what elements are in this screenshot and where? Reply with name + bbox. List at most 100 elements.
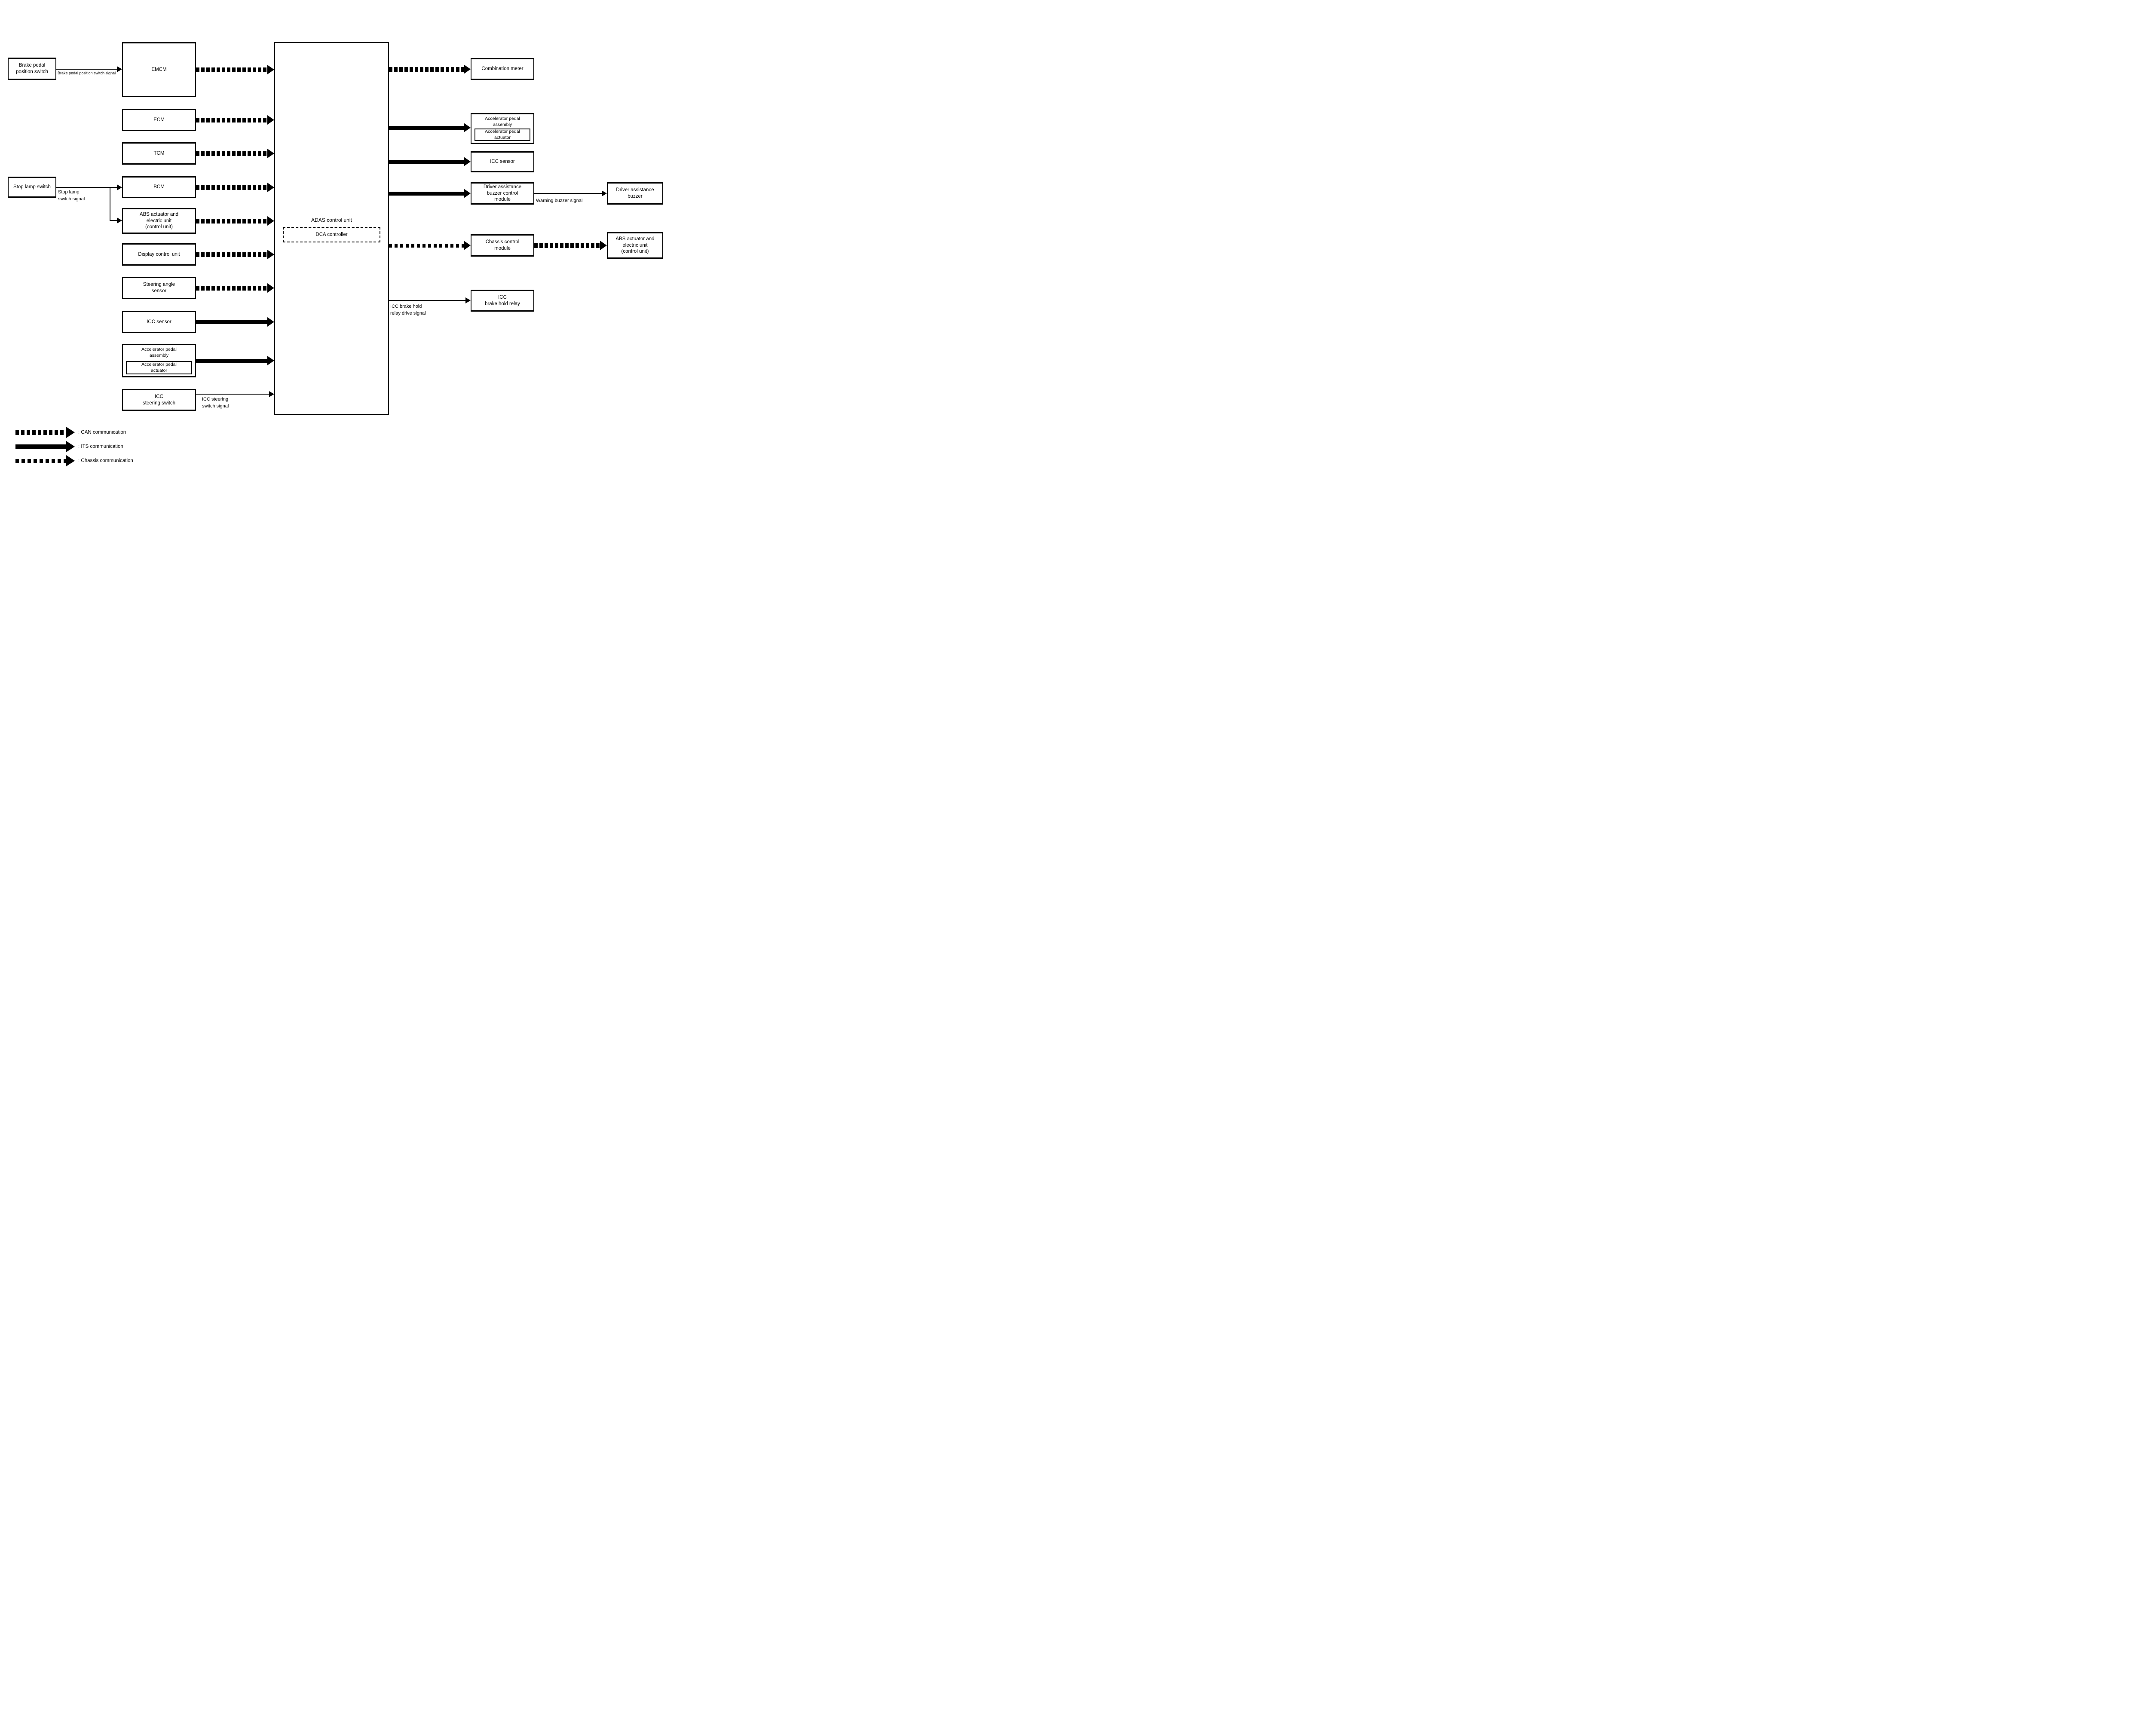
signal-line	[534, 193, 602, 194]
node-chassis-control-module: Chassis control module	[471, 234, 534, 257]
signal-line	[56, 69, 117, 70]
its-band	[389, 191, 464, 196]
node-label: ICC steering switch	[142, 394, 176, 406]
arrowhead-icon	[464, 157, 471, 166]
arrowhead-icon	[117, 184, 122, 190]
node-label: BCM	[153, 184, 165, 190]
can-band	[15, 430, 66, 435]
arrowhead-icon	[267, 356, 274, 365]
legend-row-chassis: : Chassis communication	[15, 455, 133, 466]
can-band	[196, 151, 267, 156]
arrowhead-icon	[267, 115, 274, 125]
signal-line	[110, 220, 117, 221]
arrowhead-icon	[117, 217, 122, 224]
arrowhead-icon	[66, 441, 75, 452]
arrowhead-icon	[267, 216, 274, 226]
arrow-its-adas-to-accelerator-pedal	[389, 123, 471, 132]
node-adas-control-unit: ADAS control unit DCA controller	[274, 42, 389, 415]
legend-can-label: : CAN communication	[78, 430, 126, 435]
label-brake-pedal-position-switch-signal: Brake pedal position switch signal	[58, 71, 116, 75]
can-band	[196, 67, 267, 72]
its-band	[196, 358, 267, 363]
legend-row-can: : CAN communication	[15, 427, 126, 438]
node-label: ECM	[153, 117, 165, 122]
node-accelerator-pedal-assembly-right: Accelerator pedal assembly Accelerator p…	[471, 113, 534, 144]
can-band	[534, 243, 600, 248]
node-driver-assistance-buzzer-control-module: Driver assistance buzzer control module	[471, 182, 534, 205]
node-display-control-unit: Display control unit	[122, 243, 196, 266]
label-icc-brake-hold-relay-drive-signal: ICC brake hold relay drive signal	[390, 304, 426, 316]
adas-title: ADAS control unit	[311, 217, 352, 223]
arrow-buzzer-module-to-buzzer	[534, 190, 607, 196]
node-bcm: BCM	[122, 176, 196, 198]
node-driver-assistance-buzzer: Driver assistance buzzer	[607, 182, 663, 205]
arrowhead-icon	[464, 241, 471, 250]
node-label: Accelerator pedal assembly	[141, 347, 177, 358]
node-brake-pedal-position-switch: Brake pedal position switch	[8, 58, 56, 80]
node-accelerator-pedal-actuator-right: Accelerator pedal actuator	[474, 129, 530, 141]
node-label: Combination meter	[481, 66, 523, 72]
arrow-can-steering-angle-sensor-to-adas	[196, 283, 274, 293]
arrowhead-icon	[267, 65, 274, 74]
arrow-can-bcm-to-adas	[196, 183, 274, 192]
arrow-can-ecm-to-adas	[196, 115, 274, 125]
arrow-can-display-control-unit-to-adas	[196, 250, 274, 259]
arrowhead-icon	[267, 183, 274, 192]
label-stop-lamp-switch-signal: Stop lamp switch signal	[58, 190, 85, 202]
node-label: ICC sensor	[147, 319, 171, 325]
node-accelerator-pedal-actuator-left: Accelerator pedal actuator	[126, 361, 192, 374]
can-band	[196, 185, 267, 190]
signal-line	[389, 300, 465, 301]
arrowhead-icon	[267, 250, 274, 259]
node-label: ABS actuator and electric unit (control …	[139, 211, 179, 230]
can-band	[389, 67, 464, 72]
legend-can-arrow-icon	[15, 427, 75, 438]
node-label: Display control unit	[138, 251, 180, 257]
arrowhead-icon	[464, 64, 471, 74]
node-label: Steering angle sensor	[143, 282, 175, 294]
node-emcm: EMCM	[122, 42, 196, 97]
legend-row-its: : ITS communication	[15, 441, 123, 452]
node-icc-steering-switch: ICC steering switch	[122, 389, 196, 411]
label-warning-buzzer-signal: Warning buzzer signal	[536, 198, 583, 203]
arrowhead-icon	[267, 283, 274, 293]
its-band	[389, 126, 464, 130]
node-combination-meter: Combination meter	[471, 58, 534, 80]
node-abs-actuator-right: ABS actuator and electric unit (control …	[607, 232, 663, 259]
arrowhead-icon	[269, 391, 274, 397]
node-icc-brake-hold-relay: ICC brake hold relay	[471, 290, 534, 312]
arrow-can-emcm-to-adas	[196, 65, 274, 74]
legend-its-label: : ITS communication	[78, 444, 123, 449]
its-band	[196, 320, 267, 324]
arrowhead-icon	[600, 241, 607, 250]
legend-chassis-arrow-icon	[15, 455, 75, 466]
signal-line	[56, 187, 117, 188]
arrow-its-accelerator-pedal-to-adas	[196, 356, 274, 365]
its-band	[15, 444, 66, 449]
chassis-band	[15, 459, 66, 463]
node-stop-lamp-switch: Stop lamp switch	[8, 177, 56, 198]
node-tcm: TCM	[122, 142, 196, 165]
node-accelerator-pedal-assembly-left: Accelerator pedal assembly Accelerator p…	[122, 344, 196, 377]
arrowhead-icon	[464, 123, 471, 132]
arrow-adas-to-icc-brake-hold-relay	[389, 297, 471, 303]
arrow-can-tcm-to-adas	[196, 149, 274, 158]
legend-its-arrow-icon	[15, 441, 75, 452]
arrowhead-icon	[117, 66, 122, 72]
node-label: Accelerator pedal actuator	[485, 129, 520, 140]
node-ecm: ECM	[122, 109, 196, 131]
can-band	[196, 117, 267, 122]
node-icc-sensor-right: ICC sensor	[471, 151, 534, 172]
node-label: EMCM	[151, 67, 167, 72]
arrow-stop-lamp-branch-to-abs	[110, 217, 122, 224]
arrowhead-icon	[66, 455, 75, 466]
node-label: ICC sensor	[490, 159, 515, 165]
chassis-band	[389, 243, 464, 248]
legend-chassis-label: : Chassis communication	[78, 458, 133, 463]
arrow-chassis-adas-to-chassis-control-module	[389, 241, 471, 250]
node-label: Chassis control module	[485, 239, 520, 251]
arrowhead-icon	[267, 149, 274, 158]
arrowhead-icon	[267, 317, 274, 327]
node-label: DCA controller	[315, 232, 348, 237]
node-label: ABS actuator and electric unit (control …	[615, 236, 655, 254]
